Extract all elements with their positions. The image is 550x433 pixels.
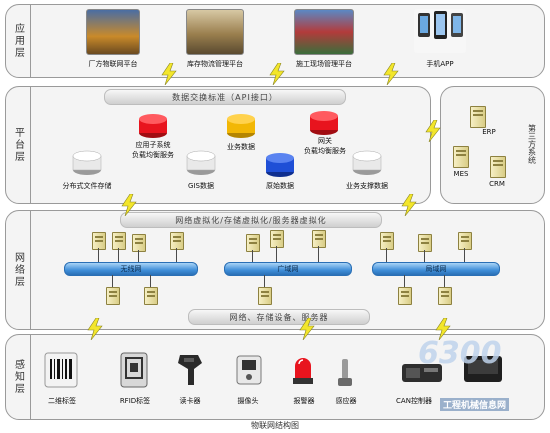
crm-label: CRM xyxy=(489,180,505,188)
wide-area-network-bar: 广域网 xyxy=(224,262,352,276)
erp-server-icon xyxy=(470,106,486,128)
lightning-bolt-icon xyxy=(161,63,177,85)
lightning-bolt-icon xyxy=(121,194,137,216)
local-area-network-bar: 局域网 xyxy=(372,262,500,276)
business-support-db-icon xyxy=(352,150,382,175)
connector-line xyxy=(252,250,253,262)
sensing-item-label: RFID标签 xyxy=(119,397,151,405)
business-support-label: 业务支撑数据 xyxy=(346,182,388,190)
infrastructure-banner: 网络、存储设备、服务器 xyxy=(188,309,370,325)
raw-data-label: 原始数据 xyxy=(266,182,294,190)
distributed-storage-label: 分布式文件存储 xyxy=(62,182,112,190)
apply-subsystem-label: 应用子系统 负载均衡服务 xyxy=(132,141,174,159)
app-item-label: 厂方物联网平台 xyxy=(88,60,138,68)
factory-platform-image xyxy=(86,9,140,55)
camera-icon xyxy=(236,355,262,385)
connector-line xyxy=(264,275,265,287)
lightning-bolt-icon xyxy=(401,194,417,216)
connector-line xyxy=(404,275,405,287)
connector-line xyxy=(98,248,99,262)
lightning-bolt-icon xyxy=(87,318,103,340)
erp-label: ERP xyxy=(482,128,496,136)
server-icon xyxy=(380,232,394,250)
connector-line xyxy=(424,250,425,262)
distributed-storage-db-icon xyxy=(72,150,102,175)
platform-layer-label: 平台层 xyxy=(6,87,31,203)
gis-data-label: GIS数据 xyxy=(188,182,214,190)
business-data-label: 业务数据 xyxy=(227,143,255,151)
data-exchange-banner: 数据交换标准（API接口） xyxy=(104,89,346,105)
can-controller-icon xyxy=(402,364,442,382)
gateway-label: 网关 负载均衡服务 xyxy=(304,137,346,155)
gis-db-icon xyxy=(186,150,216,175)
app-item-label: 施工现场管理平台 xyxy=(296,60,352,68)
server-icon xyxy=(112,232,126,250)
connector-line xyxy=(444,275,445,287)
connector-line xyxy=(118,248,119,262)
lightning-bolt-icon xyxy=(383,63,399,85)
alarm-icon xyxy=(293,358,313,384)
mes-server-icon xyxy=(453,146,469,168)
controller-device-icon xyxy=(464,356,502,382)
gateway-db-icon xyxy=(310,111,338,135)
barcode-tag-icon xyxy=(44,352,78,388)
mobile-app-image xyxy=(414,9,466,53)
sensing-item-label: 二维标签 xyxy=(48,397,76,405)
connector-line xyxy=(150,275,151,287)
connector-line xyxy=(276,246,277,262)
server-icon xyxy=(106,287,120,305)
server-icon xyxy=(258,287,272,305)
connector-line xyxy=(386,248,387,262)
app-item-label: 库存物流管理平台 xyxy=(187,60,243,68)
crm-server-icon xyxy=(490,156,506,178)
apply-subsystem-db-icon xyxy=(139,114,167,138)
lightning-bolt-icon xyxy=(425,120,441,142)
connector-line xyxy=(138,250,139,262)
virtualization-banner: 网络虚拟化/存储虚拟化/服务器虚拟化 xyxy=(120,212,382,228)
watermark-logo: 6300 xyxy=(418,336,502,371)
business-data-db-icon xyxy=(227,114,255,138)
server-icon xyxy=(438,287,452,305)
raw-data-db-icon xyxy=(266,153,294,177)
server-icon xyxy=(312,230,326,248)
connector-line xyxy=(176,248,177,262)
diagram-caption: 物联网结构图 xyxy=(251,421,299,430)
server-icon xyxy=(246,234,260,252)
sensing-item-label: CAN控制器 xyxy=(396,397,432,405)
application-layer-label: 应用层 xyxy=(6,5,31,77)
lightning-bolt-icon xyxy=(269,63,285,85)
phone-icons xyxy=(418,11,463,39)
server-icon xyxy=(398,287,412,305)
sensing-item-label: 读卡器 xyxy=(179,397,201,405)
server-icon xyxy=(418,234,432,252)
server-icon xyxy=(458,232,472,250)
lightning-bolt-icon xyxy=(299,318,315,340)
server-icon xyxy=(144,287,158,305)
watermark-text: 工程机械信息网 xyxy=(440,398,510,411)
sensing-layer-label: 感知层 xyxy=(6,335,31,419)
wireless-network-bar: 无线网 xyxy=(64,262,198,276)
construction-platform-image xyxy=(294,9,354,55)
server-icon xyxy=(92,232,106,250)
card-reader-icon xyxy=(178,355,202,385)
third-party-label: 第三方系统 xyxy=(527,124,537,164)
lightning-bolt-icon xyxy=(435,318,451,340)
third-party-layer xyxy=(440,86,545,204)
connector-line xyxy=(318,246,319,262)
sensor-icon xyxy=(338,359,352,386)
inventory-platform-image xyxy=(186,9,244,55)
rfid-tag-icon xyxy=(120,352,148,388)
sensing-item-label: 摄像头 xyxy=(237,397,259,405)
connector-line xyxy=(464,248,465,262)
mes-label: MES xyxy=(453,170,469,178)
connector-line xyxy=(112,275,113,287)
app-item-label: 手机APP xyxy=(426,60,454,68)
sensing-item-label: 报警器 xyxy=(293,397,315,405)
sensing-item-label: 感应器 xyxy=(335,397,357,405)
server-icon xyxy=(170,232,184,250)
server-icon xyxy=(132,234,146,252)
platform-layer: 平台层 xyxy=(5,86,431,204)
network-layer-label: 网络层 xyxy=(6,211,31,329)
server-icon xyxy=(270,230,284,248)
